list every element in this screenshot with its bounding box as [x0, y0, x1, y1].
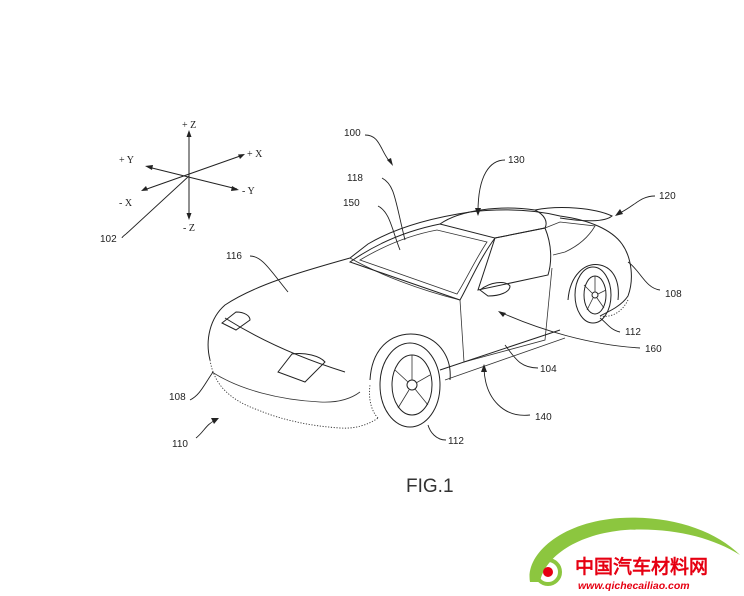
ref-112-rear: 112	[625, 327, 641, 338]
figure-caption: FIG.1	[406, 476, 454, 497]
leader-lines	[189, 134, 661, 441]
ref-102: 102	[100, 234, 117, 245]
ref-140: 140	[535, 412, 552, 423]
watermark-logo: 中国汽车材料网 www.qichecailiao.com	[529, 517, 740, 592]
ref-130: 130	[508, 155, 525, 166]
ref-150: 150	[343, 198, 360, 209]
ref-112-front: 112	[448, 436, 464, 447]
ref-116: 116	[226, 251, 242, 262]
axis-label-minus-z: - Z	[183, 223, 195, 234]
axis-label-minus-x: - X	[119, 198, 133, 209]
ref-110: 110	[172, 439, 188, 450]
vehicle-drawing	[207, 207, 632, 429]
ref-108-front: 108	[169, 392, 186, 403]
axis-label-plus-z: + Z	[182, 120, 196, 131]
ref-100: 100	[344, 128, 361, 139]
ref-120: 120	[659, 191, 676, 202]
ref-108-rear: 108	[665, 289, 682, 300]
coordinate-axes	[121, 130, 245, 239]
ref-104: 104	[540, 364, 557, 375]
axis-label-plus-x: + X	[247, 149, 263, 160]
watermark-text-cn: 中国汽车材料网	[575, 555, 708, 578]
watermark-url: www.qichecailiao.com	[578, 580, 690, 592]
ref-118: 118	[347, 173, 363, 184]
axis-label-plus-y: + Y	[119, 155, 134, 166]
axis-label-minus-y: - Y	[242, 186, 255, 197]
ref-160: 160	[645, 344, 662, 355]
